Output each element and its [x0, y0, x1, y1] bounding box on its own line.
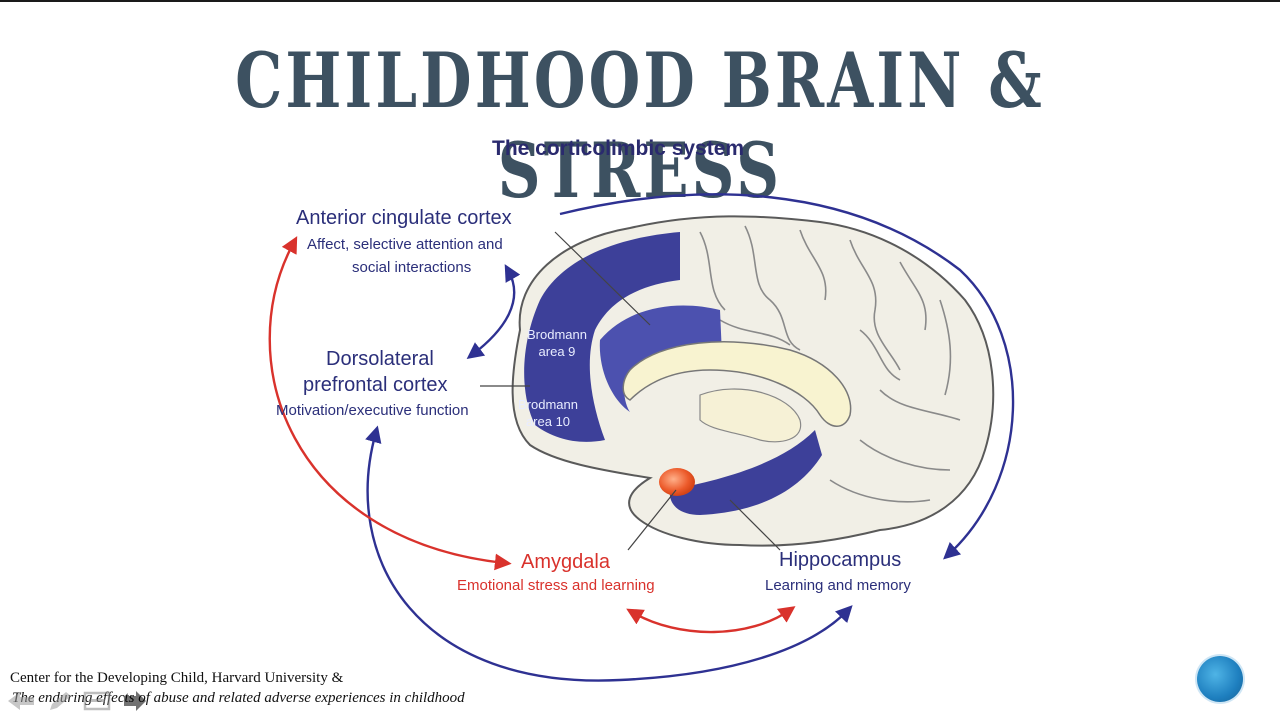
brodmann-region	[524, 232, 680, 442]
acc-desc-2: social interactions	[352, 259, 472, 276]
pointer-cursor-icon[interactable]	[120, 690, 150, 712]
presentation-logo-icon[interactable]	[1197, 656, 1243, 702]
brodmann-9-label: Brodmann area 9	[527, 326, 587, 360]
brodmann-9-line2: area 9	[538, 344, 576, 359]
slideshow-nav	[6, 690, 150, 712]
credit-line-1: Center for the Developing Child, Harvard…	[10, 670, 344, 686]
dlpfc-label-2: prefrontal cortex	[303, 374, 448, 396]
top-border	[0, 0, 1280, 2]
acc-to-hippocampus-arrow	[559, 193, 1015, 560]
amygdala-desc: Emotional stress and learning	[457, 577, 655, 594]
acc-label: Anterior cingulate cortex	[296, 207, 512, 229]
dlpfc-label-1: Dorsolateral	[326, 348, 434, 370]
acc-region	[599, 305, 722, 412]
amygdala-region	[659, 468, 695, 496]
brodmann-10-line2: area 10	[525, 414, 571, 429]
acc-dlpfc-arrow	[466, 264, 521, 360]
brain-gyri	[699, 225, 961, 503]
amygdala-label: Amygdala	[521, 551, 610, 573]
diagram-subtitle: The corticolimbic system	[492, 137, 745, 160]
corpus-callosum	[622, 341, 852, 427]
acc-desc-1: Affect, selective attention and	[307, 236, 503, 253]
pen-icon[interactable]	[44, 690, 74, 712]
acc-amygdala-arrow	[268, 236, 512, 571]
amygdala-hippocampus-arrow	[626, 606, 796, 634]
dlpfc-desc: Motivation/executive function	[276, 402, 469, 419]
back-arrow-icon[interactable]	[6, 690, 36, 712]
hippocampus-label: Hippocampus	[779, 549, 902, 571]
brodmann-9-line1: Brodmann	[527, 327, 587, 342]
slide-menu-icon[interactable]	[82, 690, 112, 712]
brodmann-10-label: Brodmann area 10	[518, 396, 578, 430]
hippocampus-desc: Learning and memory	[765, 577, 911, 594]
brodmann-10-line1: Brodmann	[518, 397, 578, 412]
